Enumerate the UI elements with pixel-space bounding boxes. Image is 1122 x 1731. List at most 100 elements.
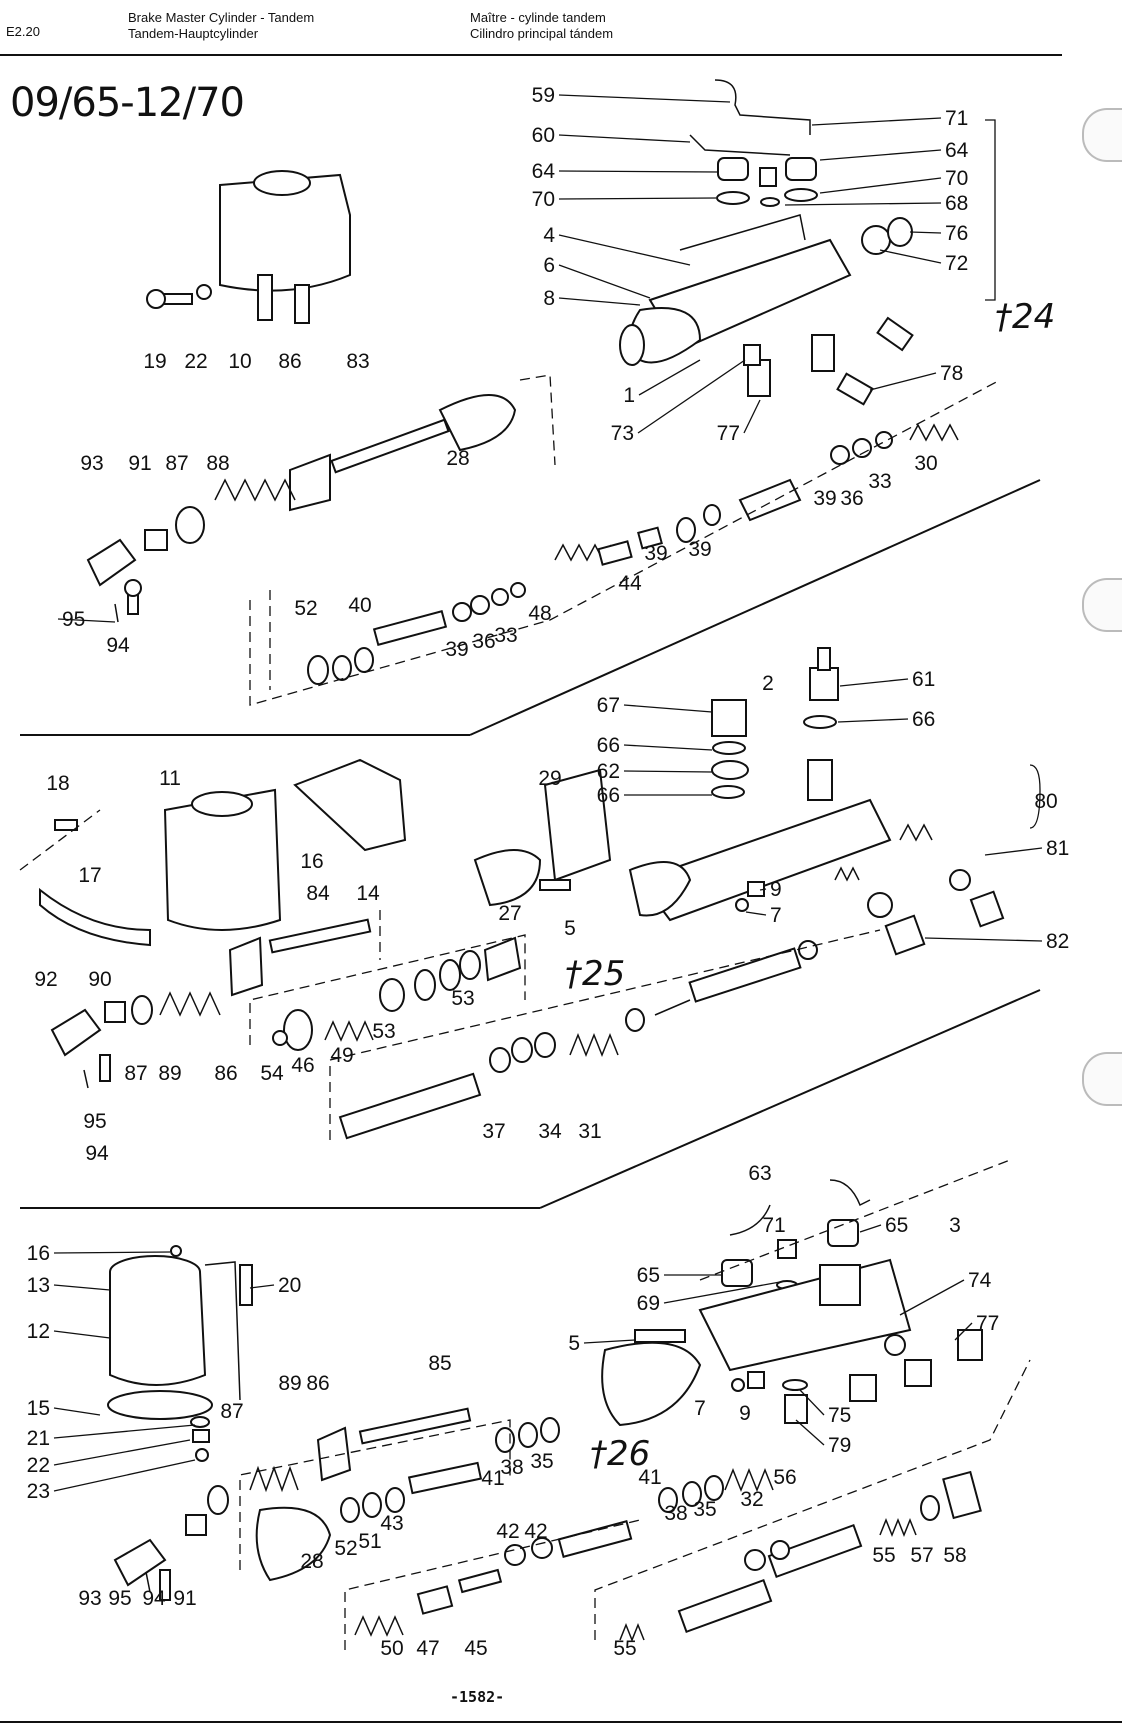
pipe-part (689, 134, 791, 156)
washer-part (712, 741, 746, 755)
part-callout: 71 (762, 1214, 785, 1237)
washer-part (784, 188, 818, 202)
stop-ring-part (307, 655, 329, 685)
cup-part (798, 940, 818, 960)
cup-part (459, 950, 481, 980)
cup-part (495, 1427, 515, 1453)
pin-part (457, 1568, 503, 1594)
page-header: E2.20 Brake Master Cylinder - Tandem Tan… (0, 0, 1122, 60)
union-part (957, 1329, 983, 1361)
part-callout: 11 (159, 767, 181, 790)
leader-line (558, 234, 691, 266)
part-callout: 52 (334, 1537, 357, 1560)
spring-part (909, 423, 959, 442)
washer-part (131, 995, 153, 1025)
part-callout: 45 (464, 1637, 487, 1660)
part-callout: 94 (142, 1587, 166, 1610)
banjo-bolt-part (711, 699, 747, 737)
part-callout: 50 (380, 1637, 403, 1660)
fitting-part (867, 892, 893, 918)
part-callout: 10 (228, 350, 251, 373)
part-callout: 86 (306, 1372, 329, 1395)
part-callout: 38 (500, 1456, 523, 1479)
union-part (969, 890, 1005, 928)
part-callout: 56 (773, 1466, 796, 1489)
washer-part (196, 284, 212, 300)
leader-line (869, 372, 937, 391)
screw-part (170, 1245, 182, 1257)
reservoir-outlet-part (294, 284, 310, 324)
sleeve-part (416, 1585, 454, 1615)
spring-part (159, 991, 221, 1017)
binder-hole (1082, 578, 1122, 632)
seal-part (473, 849, 542, 907)
bolt-part (539, 879, 571, 891)
leader-line (924, 937, 1043, 942)
part-callout: 7 (694, 1397, 706, 1420)
pushrod-part (358, 1407, 472, 1445)
spring-part (619, 1622, 645, 1643)
part-callout: 14 (356, 882, 380, 905)
nut-part (185, 1514, 207, 1536)
part-callout: 89 (158, 1062, 181, 1085)
group-bracket (985, 119, 996, 301)
title-french: Maître - cylinde tandem (470, 10, 606, 25)
leader-line (859, 1224, 882, 1233)
part-callout: 76 (945, 222, 968, 245)
washer-part (190, 1416, 210, 1428)
part-callout: 88 (206, 452, 229, 475)
pipe-part (714, 79, 811, 135)
reservoir-part (163, 788, 282, 931)
part-callout: 20 (278, 1274, 301, 1297)
screw-part (54, 819, 78, 831)
spring-part (899, 823, 933, 842)
part-callout: 84 (306, 882, 330, 905)
spring-part (324, 1020, 374, 1042)
part-callout: 51 (358, 1530, 381, 1553)
cup-part (703, 504, 721, 526)
washer-part (195, 1448, 209, 1462)
part-callout: 22 (184, 350, 207, 373)
piston-part (338, 1072, 482, 1140)
part-callout: 95 (108, 1587, 131, 1610)
cup-part (875, 431, 893, 449)
pushrod-part (330, 418, 450, 474)
grommet-part (721, 1259, 753, 1287)
seal-part (289, 453, 331, 512)
part-callout: 37 (482, 1120, 505, 1143)
binder-hole (1082, 1052, 1122, 1106)
strap-part (39, 887, 151, 947)
leader-line (558, 264, 651, 299)
clip-part (83, 1069, 89, 1089)
section-1-parts (86, 79, 1001, 706)
part-callout: 41 (638, 1466, 661, 1489)
leader-line (638, 359, 701, 396)
cup-part (658, 1487, 678, 1513)
part-callout: 18 (46, 772, 69, 795)
clevis-part (50, 1008, 102, 1057)
part-callout: 53 (451, 987, 474, 1010)
cup-part (414, 969, 436, 1001)
part-callout: 53 (372, 1020, 395, 1043)
cup-part (531, 1537, 553, 1559)
union-part (809, 667, 839, 701)
part-callout: 35 (530, 1450, 553, 1473)
part-callout: 46 (291, 1054, 314, 1077)
part-callout: 72 (945, 252, 968, 275)
washer-part (207, 1485, 229, 1515)
cup-part (452, 602, 472, 622)
part-callout: 87 (165, 452, 188, 475)
cup-part (852, 438, 872, 458)
leader-line (784, 202, 942, 206)
fitting-part (861, 225, 891, 255)
clevis-part (86, 538, 137, 587)
washer-part (920, 1495, 940, 1521)
explode-outline (699, 1159, 1011, 1281)
part-callout: 36 (840, 487, 863, 510)
part-callout: 30 (914, 452, 937, 475)
leader-line (53, 1251, 171, 1254)
part-callout: 60 (532, 124, 555, 147)
cylinder-port-part (807, 759, 833, 801)
leader-line (558, 297, 641, 306)
cup-part (489, 1047, 511, 1073)
